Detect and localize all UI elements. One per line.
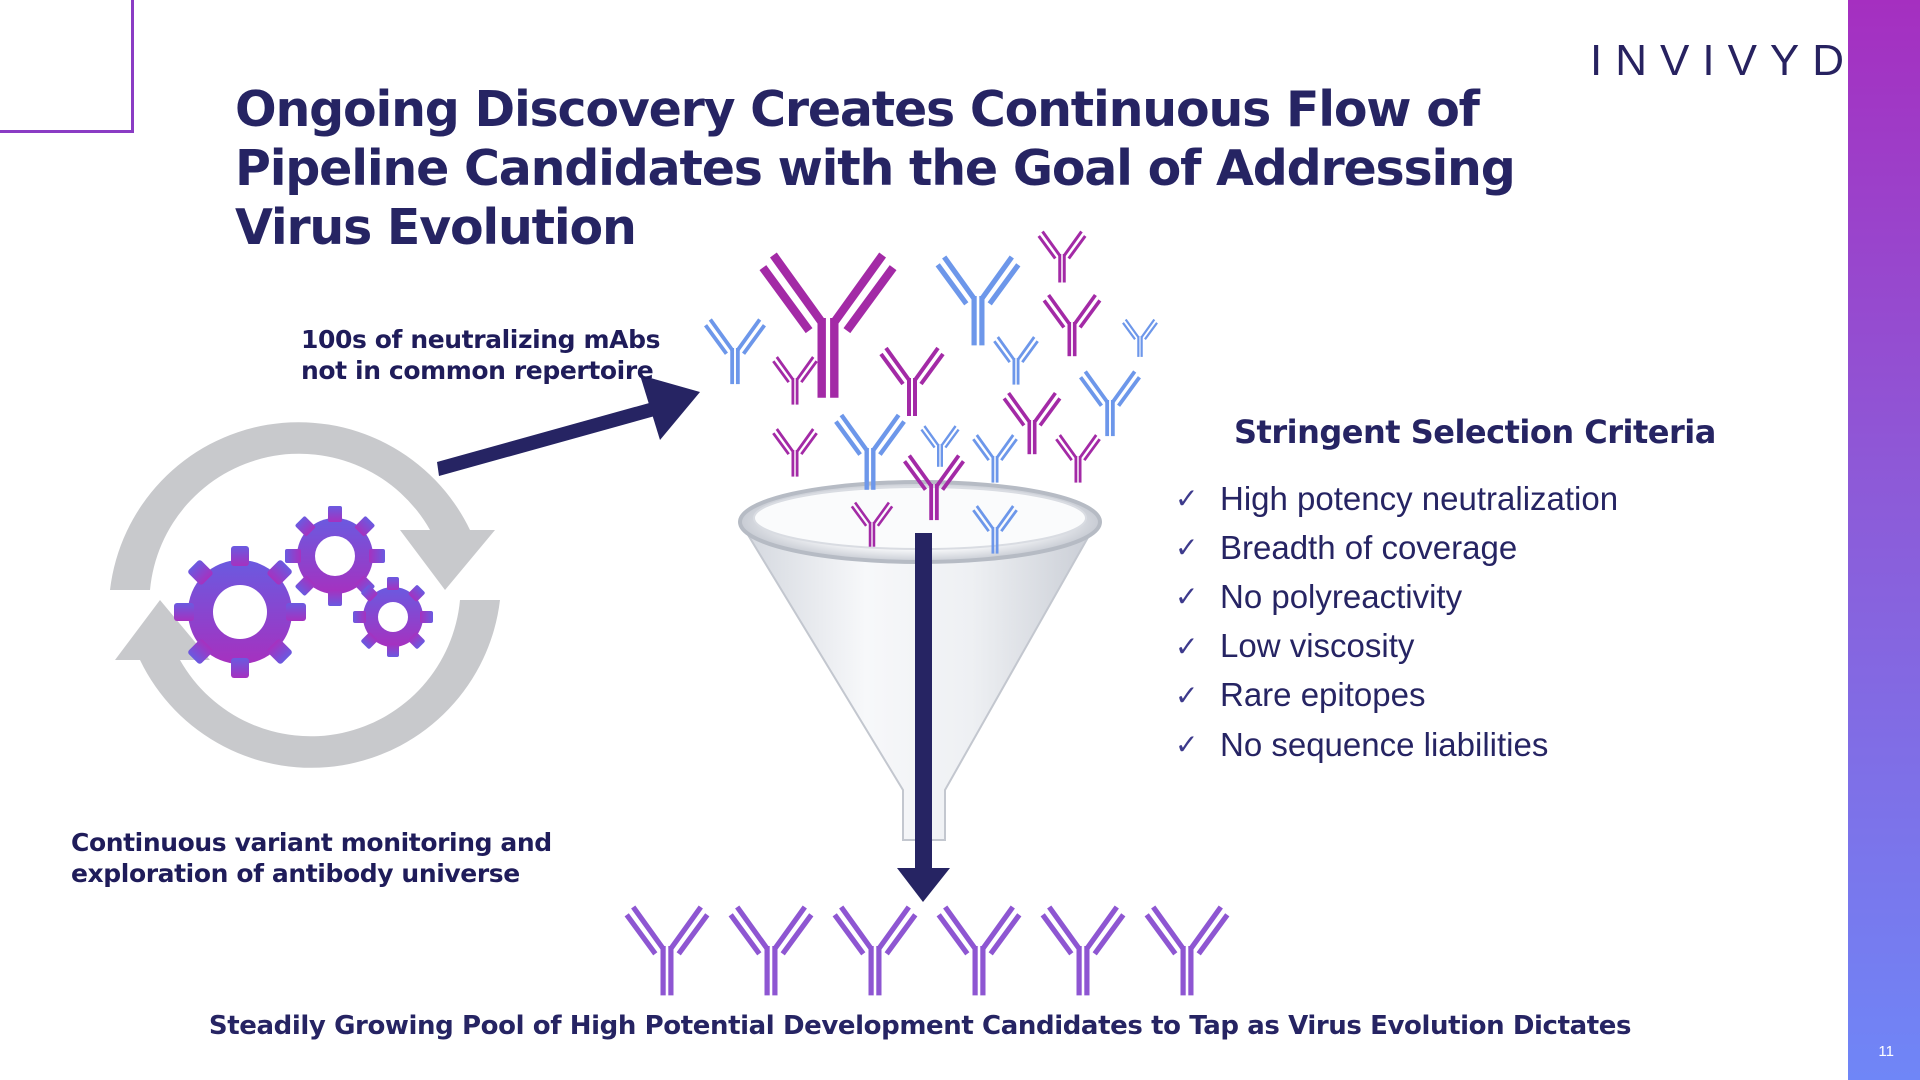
criteria-heading: Stringent Selection Criteria [1234, 413, 1716, 451]
pipeline-illustration [110, 230, 1848, 1080]
criteria-item: ✓ High potency neutralization [1175, 474, 1618, 523]
page-number: 11 [1878, 1043, 1894, 1060]
criteria-item-text: No sequence liabilities [1220, 725, 1549, 763]
selection-arrow [897, 533, 950, 902]
criteria-item: ✓ Rare epitopes [1175, 671, 1618, 720]
cycle-arrows-icon [110, 422, 500, 768]
criteria-item-text: Low viscosity [1220, 627, 1415, 665]
criteria-item: ✓ No sequence liabilities [1175, 720, 1618, 769]
criteria-item-text: Breadth of coverage [1220, 528, 1518, 566]
criteria-item: ✓ No polyreactivity [1175, 572, 1618, 621]
gradient-sidebar: 11 [1848, 0, 1920, 1080]
checkmark-icon: ✓ [1175, 482, 1199, 516]
criteria-item: ✓ Low viscosity [1175, 622, 1618, 671]
criteria-item: ✓ Breadth of coverage [1175, 523, 1618, 572]
checkmark-icon: ✓ [1175, 728, 1199, 762]
discovery-arrow [437, 375, 700, 476]
footer-caption: Steadily Growing Pool of High Potential … [208, 1011, 1632, 1041]
corner-accent-horizontal [0, 130, 134, 133]
cycle-caption-line1: Continuous variant monitoring and [71, 828, 552, 857]
checkmark-icon: ✓ [1175, 580, 1199, 614]
candidate-antibodies-row [627, 907, 1228, 995]
criteria-list: ✓ High potency neutralization ✓ Breadth of… [1175, 474, 1618, 769]
slide-title: Ongoing Discovery Creates Continuous Flo… [235, 81, 1516, 256]
mabs-label-line2: not in common repertoire [301, 356, 654, 385]
mabs-label: 100s of neutralizing mAbs not in common … [301, 324, 660, 386]
invivyd-logo: INVIVYD [1590, 36, 1857, 86]
checkmark-icon: ✓ [1175, 629, 1199, 663]
checkmark-icon: ✓ [1175, 531, 1199, 565]
logo-text: INVIVYD [1590, 36, 1858, 85]
corner-accent-vertical [131, 0, 134, 133]
checkmark-icon: ✓ [1175, 678, 1199, 712]
criteria-item-text: High potency neutralization [1220, 479, 1619, 517]
mabs-label-line1: 100s of neutralizing mAbs [301, 325, 661, 354]
criteria-item-text: No polyreactivity [1220, 577, 1463, 615]
cycle-caption-line2: exploration of antibody universe [71, 859, 520, 888]
gears-icon [174, 506, 433, 678]
criteria-item-text: Rare epitopes [1220, 676, 1426, 714]
cycle-caption: Continuous variant monitoring and explor… [71, 827, 552, 889]
